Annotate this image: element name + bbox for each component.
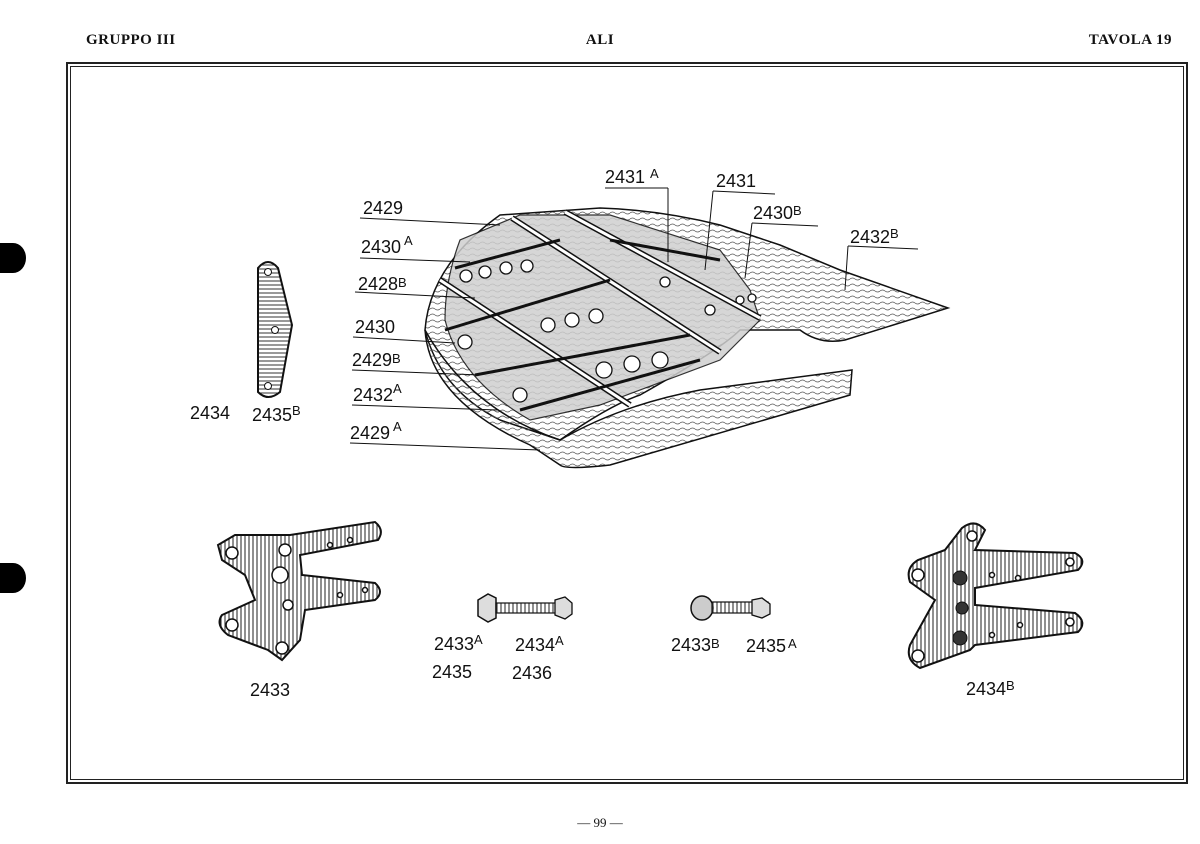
label-2432A: 2432A [353,381,402,405]
binder-hole-bottom [0,563,26,593]
label-2434: 2434 [190,403,230,423]
label-2430B: 2430B [753,203,802,223]
label-2433B: 2433B [671,635,720,655]
label-2431: 2431 [716,171,756,191]
fitting-2433 [216,520,382,662]
fitting-2434B [907,522,1084,670]
bolt-2433A [477,593,573,623]
label-2430: 2430 [355,317,395,337]
page-number: — 99 — [577,815,623,830]
plate-frame [66,62,1188,784]
label-2428B: 2428B [358,274,407,294]
label-2435: 2435 [432,662,472,682]
label-2434B: 2434B [966,678,1015,699]
binder-hole-top [0,243,26,273]
bolt-2433B [690,595,771,621]
label-2436: 2436 [512,663,552,683]
header-title: ALI [585,32,615,48]
label-2435B: 2435B [252,403,301,425]
label-2433A: 2433A [434,632,483,654]
label-2432B: 2432B [850,226,899,247]
wing-section-drawing [424,207,951,469]
strap-plate-2434 [257,261,294,398]
header-plate: TAVOLA 19 [1088,32,1172,48]
leader-lines [349,187,919,451]
label-2429: 2429 [363,198,403,218]
header-group: GRUPPO III [86,32,176,48]
label-2429B: 2429B [352,350,401,370]
label-2434A: 2434A [515,633,564,655]
label-2433: 2433 [250,680,290,700]
